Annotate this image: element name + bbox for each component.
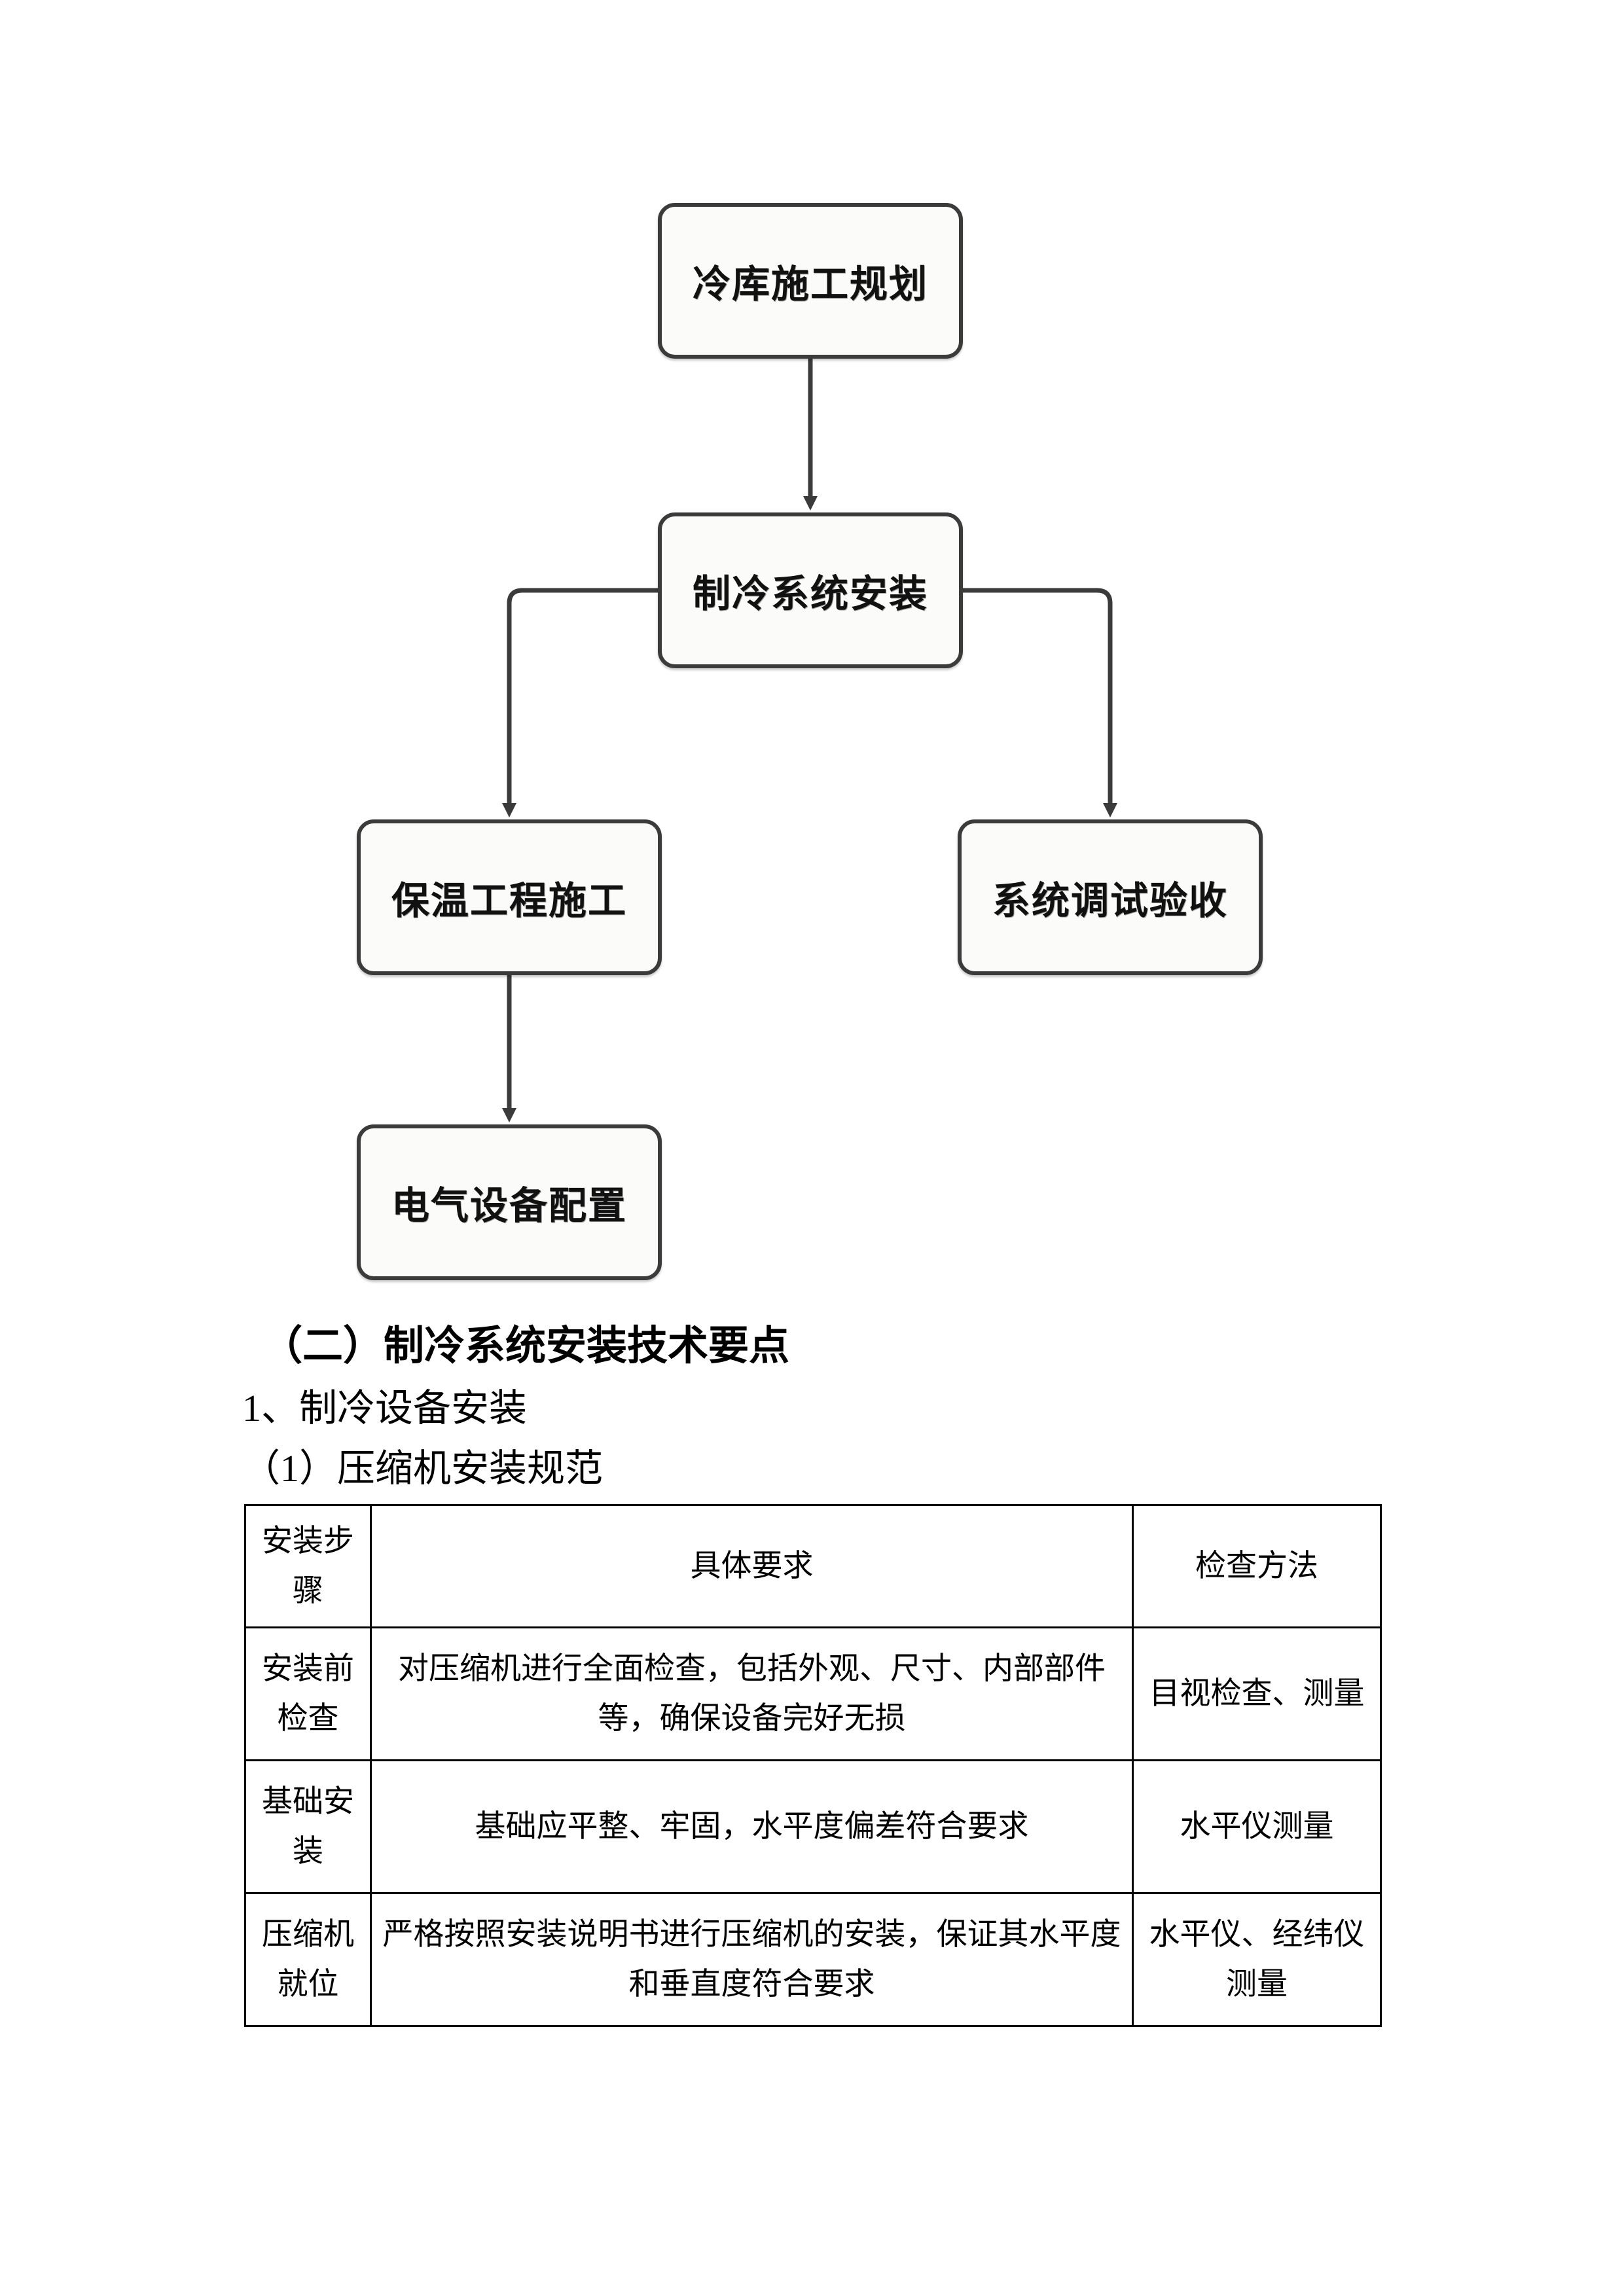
table-row: 安装前检查 对压缩机进行全面检查，包括外观、尺寸、内部部件等，确保设备完好无损 … [244,1626,1382,1762]
flow-node-label: 系统调试验收 [992,878,1228,923]
flow-node-system-commissioning[interactable]: 系统调试验收 [958,819,1263,975]
flow-node-refrigeration-installation[interactable]: 制冷系统安装 [658,512,963,668]
table-header-row: 安装步骤 具体要求 检查方法 [244,1503,1382,1629]
cell-step: 安装前检查 [244,1626,372,1762]
cell-requirement: 对压缩机进行全面检查，包括外观、尺寸、内部部件等，确保设备完好无损 [370,1626,1134,1762]
item-heading: 1、制冷设备安装 [242,1387,528,1429]
column-header-check-method: 检查方法 [1132,1503,1382,1629]
flow-node-label: 冷库施工规划 [692,262,928,306]
flow-node-label: 制冷系统安装 [692,571,928,616]
flow-node-electrical-equipment[interactable]: 电气设备配置 [357,1124,662,1280]
flow-node-label: 保温工程施工 [391,878,627,923]
cell-check-method: 目视检查、测量 [1132,1626,1382,1762]
process-flowchart: 冷库施工规划 制冷系统安装 保温工程施工 系统调试验收 电气设备配置 [357,203,1263,1280]
cell-check-method: 水平仪测量 [1132,1759,1382,1895]
flow-node-insulation-construction[interactable]: 保温工程施工 [357,819,662,975]
column-header-step: 安装步骤 [244,1503,372,1629]
cell-step: 压缩机就位 [244,1892,372,2028]
flowchart-connectors [502,359,1117,1122]
section-heading: （二）制冷系统安装技术要点 [262,1324,790,1369]
flow-node-construction-planning[interactable]: 冷库施工规划 [658,203,963,359]
compressor-installation-spec-table: 安装步骤 具体要求 检查方法 安装前检查 对压缩机进行全面检查，包括外观、尺寸、… [244,1503,1382,2028]
edge-refrigeration-to-commissioning [963,588,1117,817]
table-row: 基础安装 基础应平整、牢固，水平度偏差符合要求 水平仪测量 [244,1759,1382,1895]
cell-requirement: 基础应平整、牢固，水平度偏差符合要求 [370,1759,1134,1895]
subitem-heading: （1）压缩机安装规范 [242,1447,604,1490]
cell-requirement: 严格按照安装说明书进行压缩机的安装，保证其水平度和垂直度符合要求 [370,1892,1134,2028]
flow-node-label: 电气设备配置 [391,1183,627,1228]
edge-refrigeration-to-insulation [502,588,658,817]
cell-step: 基础安装 [244,1759,372,1895]
cell-check-method: 水平仪、经纬仪测量 [1132,1892,1382,2028]
column-header-requirement: 具体要求 [370,1503,1134,1629]
table-row: 压缩机就位 严格按照安装说明书进行压缩机的安装，保证其水平度和垂直度符合要求 水… [244,1892,1382,2028]
